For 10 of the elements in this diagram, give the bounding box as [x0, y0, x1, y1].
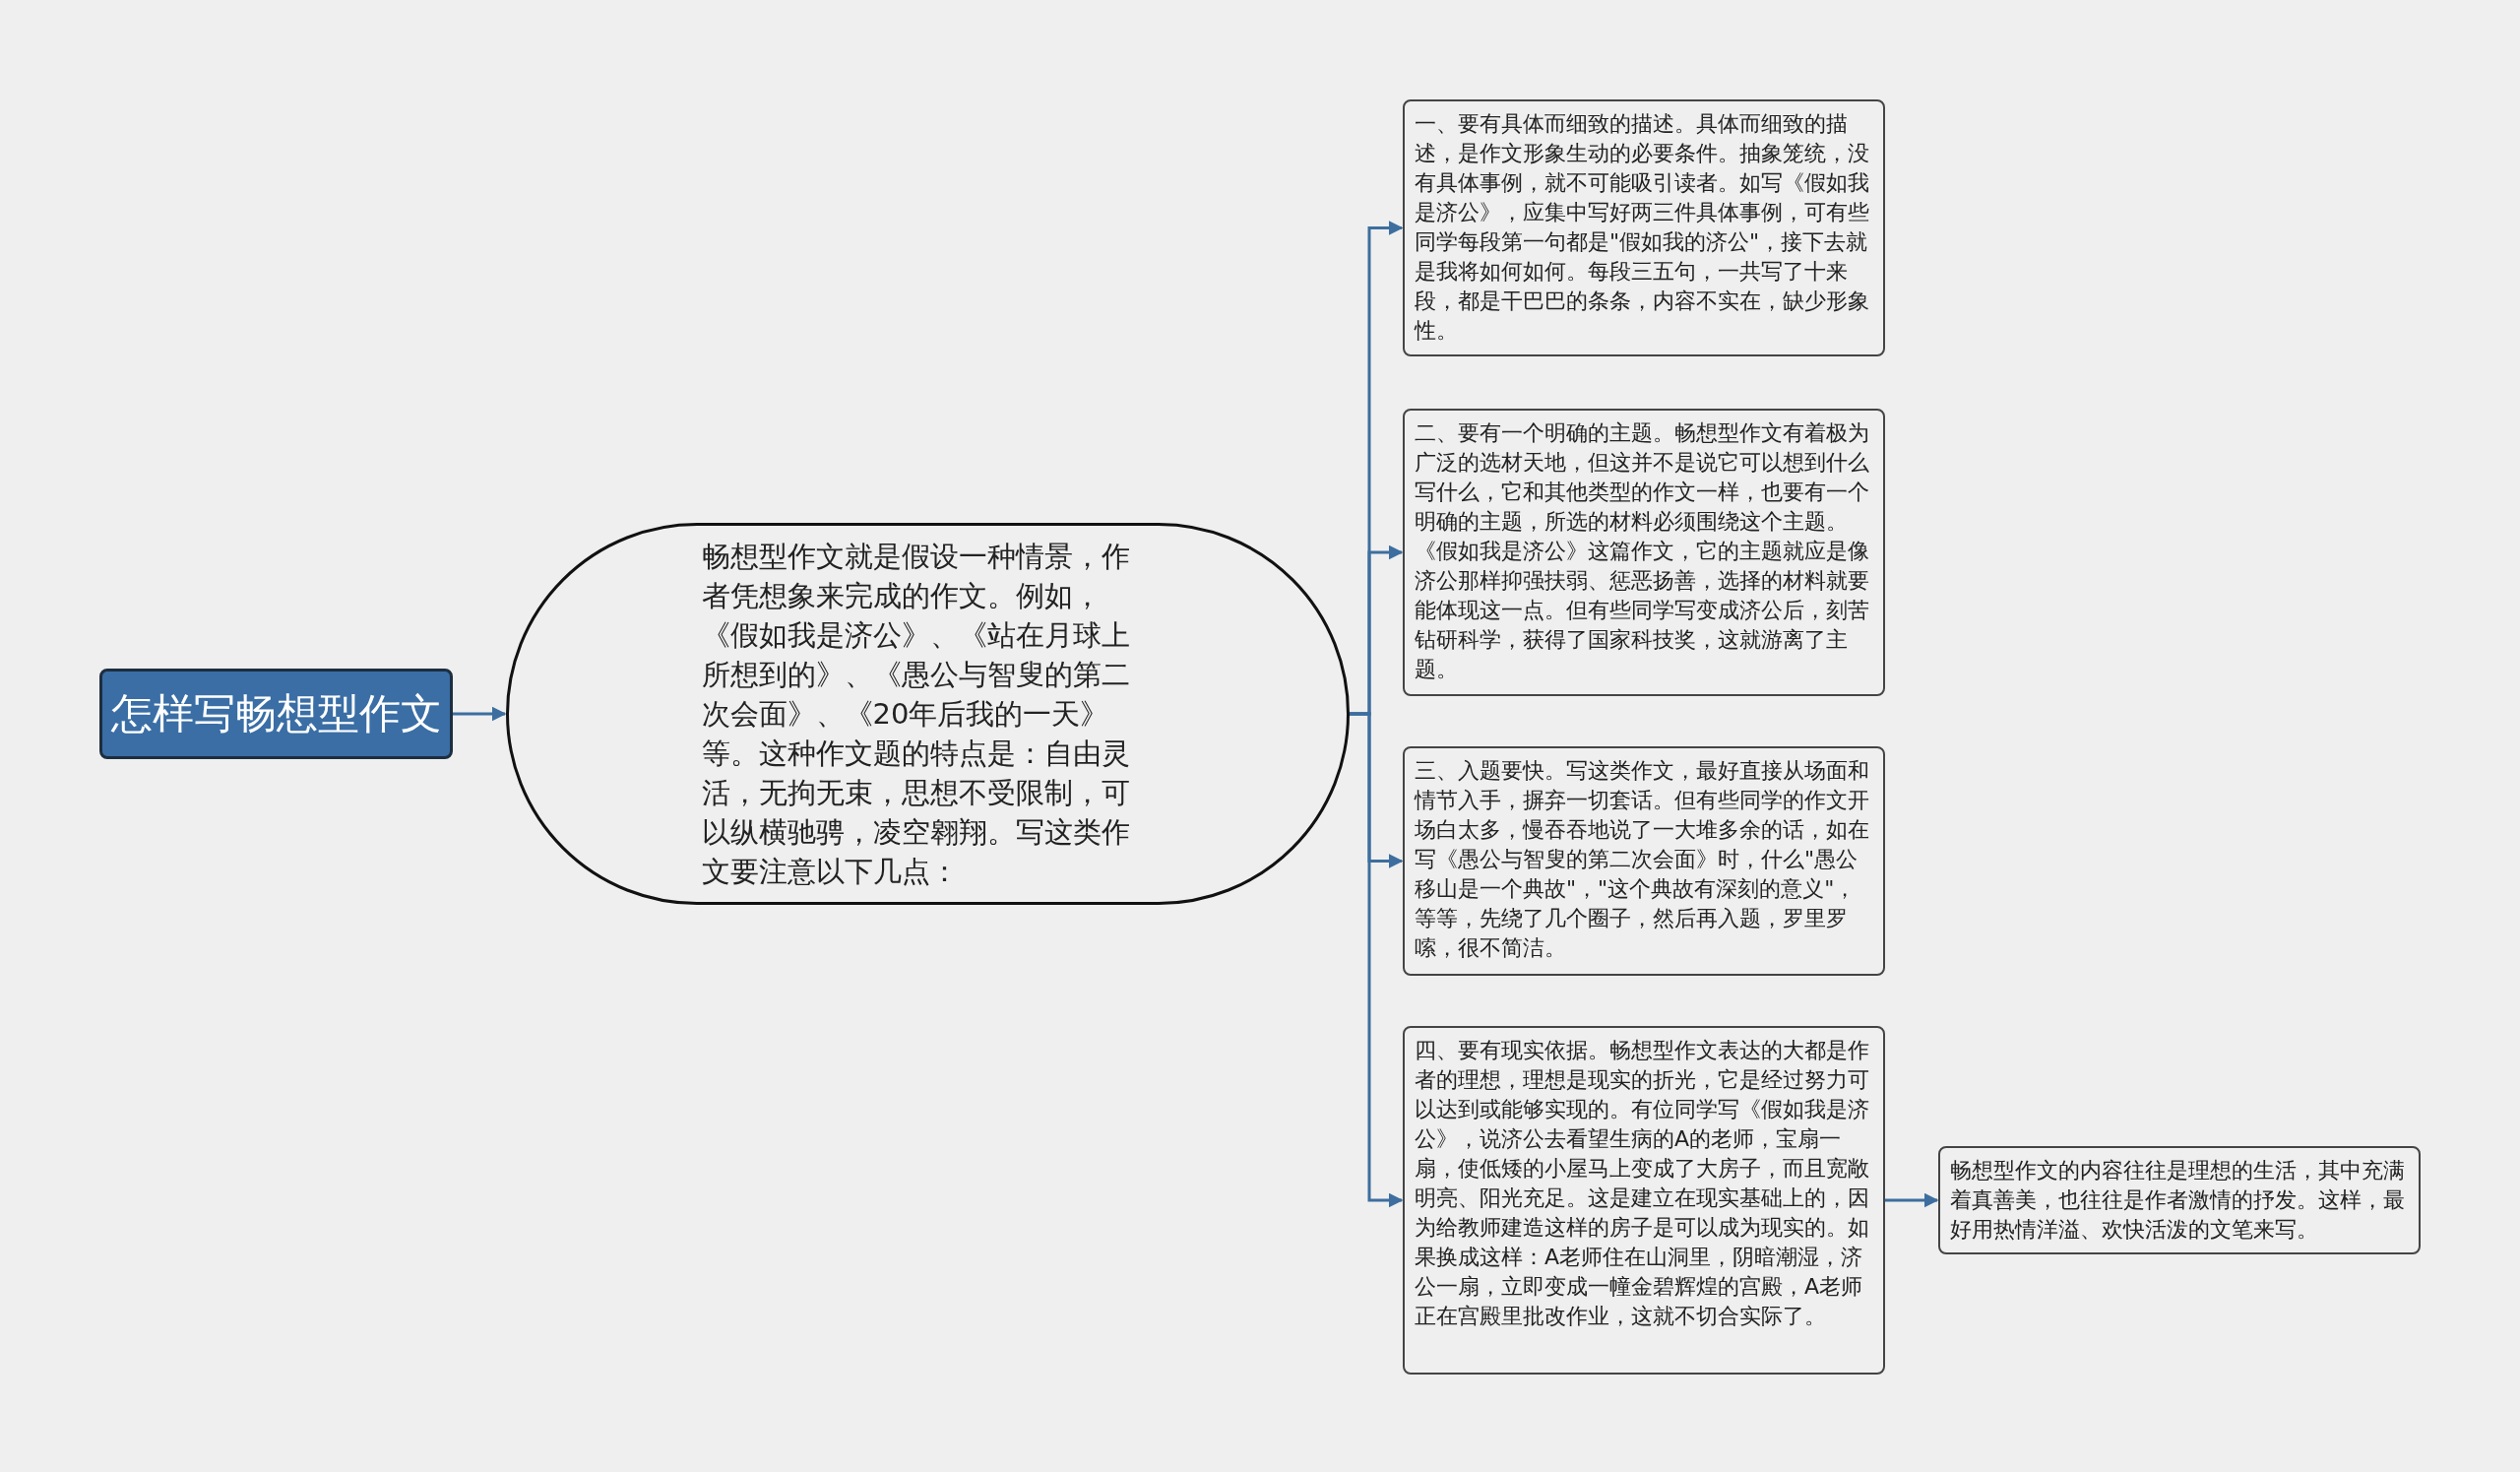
text-card: 四、要有现实依据。畅想型作文表达的大都是作者的理想，理想是现实的折光，它是经过努力可以达到或能够实现的。有位同学写《假如我是济公》，说济公去看望生病的A的老师，宝扇一扇，使低矮的小屋马上变成了大房子，而且宽敞明亮、阳光充足。这是建立在现实基础上的，因为给教师建造这样的房子是可以成为现实的。如果换成这样：A老师住在山洞里，阴暗潮湿，济公一扇，立即变成一幢金碧辉煌的宫殿，A老师正在宫殿里批改作业，这就不切合实际了。 [1403, 1026, 1885, 1375]
topic-text: 畅想型作文就是假设一种情景，作者凭想象来完成的作文。例如，《假如我是济公》、《站在月球上所想到的》、《愚公与智叟的第二次会面》、《20年后我的一天》等。这种作文题的特点是：自由灵活，无拘无束，思想不受限制，可以纵横驰骋，凌空翱翔。写这类作文要注意以下几点： [701, 539, 1131, 890]
connector-arrow [453, 706, 507, 722]
text-card: 三、入题要快。写这类作文，最好直接从场面和情节入手，摒弃一切套话。但有些同学的作文开场白太多，慢吞吞地说了一大堆多余的话，如在写《愚公与智叟的第二次会面》时，什么"愚公移山是一个典故"，"这个典故有深刻的意义"，等等，先绕了几个圈子，然后再入题，罗里罗嗦，很不简洁。 [1403, 746, 1885, 976]
text-card: 畅想型作文的内容往往是理想的生活，其中充满着真善美，也往往是作者激情的抒发。这样，最好用热情洋溢、欢快活泼的文笔来写。 [1938, 1146, 2421, 1254]
connector-arrow [1885, 1192, 1939, 1208]
text-card: 二、要有一个明确的主题。畅想型作文有着极为广泛的选材天地，但这并不是说它可以想到什么写什么，它和其他类型的作文一样，也要有一个明确的主题，所选的材料必须围绕这个主题。《假如我是济公》这篇作文，它的主题就应是像济公那样抑强扶弱、惩恶扬善，选择的材料就要能体现这一点。但有些同学写变成济公后，刻苦钻研科学，获得了国家科技奖，这就游离了主题。 [1403, 409, 1885, 696]
text-card: 一、要有具体而细致的描述。具体而细致的描述，是作文形象生动的必要条件。抽象笼统，没有具体事例，就不可能吸引读者。如写《假如我是济公》，应集中写好两三件具体事例，可有些同学每段第一句都是"假如我的济公"，接下去就是我将如何如何。每段三五句，一共写了十来段，都是干巴巴的条条，内容不实在，缺少形象性。 [1403, 99, 1885, 356]
connector-arrow [1350, 712, 1404, 1208]
root-topic-box: 怎样写畅想型作文 [99, 669, 453, 759]
